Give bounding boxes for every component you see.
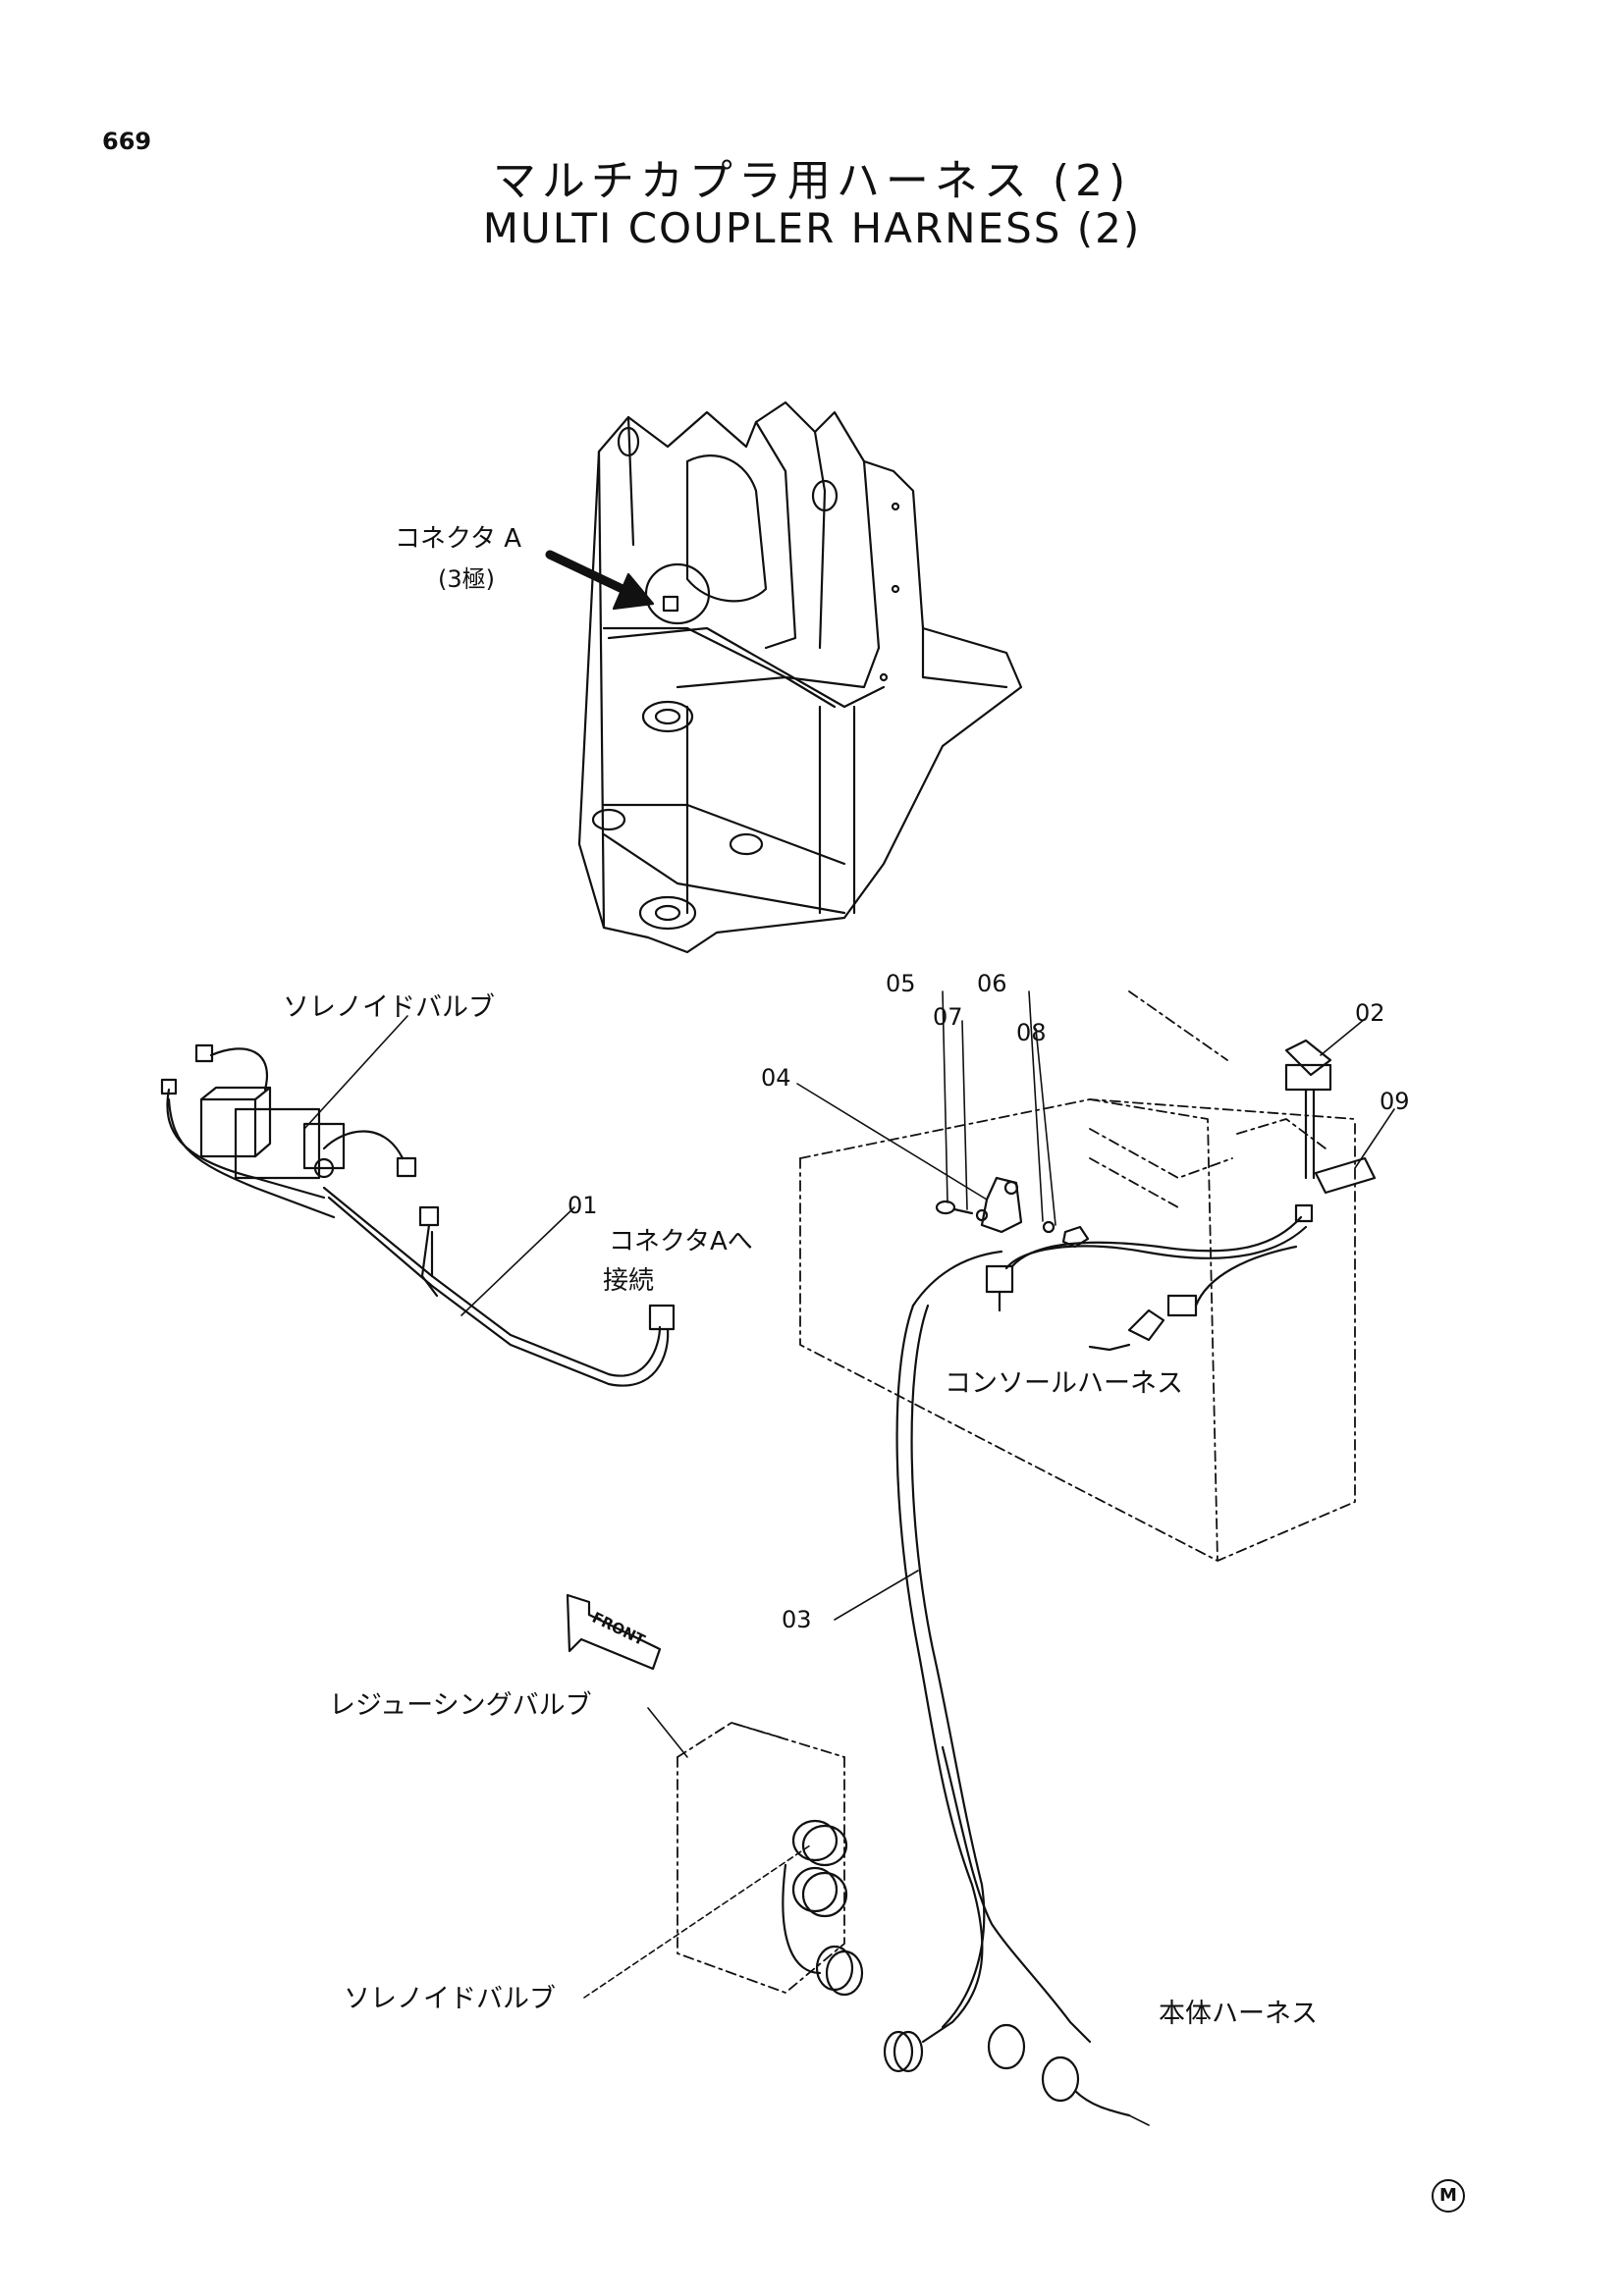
frame-assembly [577, 400, 1023, 954]
part-number-07: 07 [933, 1003, 963, 1031]
left-harness-01 [160, 1043, 676, 1387]
label-main-body-harness: 本体ハーネス [1159, 1999, 1318, 2029]
console-box [799, 990, 1356, 1562]
part-number-01: 01 [568, 1192, 598, 1219]
part-number-06: 06 [977, 970, 1007, 997]
label-front: FRONT [589, 1609, 648, 1650]
front-arrow-icon [566, 1593, 662, 1671]
part-number-02: 02 [1355, 999, 1385, 1027]
reducing-valve-block [677, 1722, 845, 1994]
title-japanese: マルチカプラ用ハーネス (2) [492, 156, 1132, 206]
label-console-harness: コンソールハーネス [945, 1368, 1183, 1399]
reducing-valve-ports [782, 1819, 864, 1997]
page-number: 669 [102, 128, 152, 155]
part-number-05: 05 [886, 970, 916, 997]
parts-cluster [883, 1039, 1377, 2117]
label-connect-to-a: コネクタAへ [609, 1227, 753, 1256]
title-english: MULTI COUPLER HARNESS (2) [482, 204, 1142, 252]
corner-mark: M [1432, 2179, 1465, 2213]
label-connector-a: コネクタ A [395, 524, 521, 554]
label-reducing-valve: レジューシングバルブ [329, 1690, 592, 1721]
label-connect-to-a-2: 接続 [603, 1266, 654, 1296]
label-solenoid-valve-top: ソレノイドバルブ [283, 992, 495, 1023]
part-number-08: 08 [1016, 1019, 1047, 1046]
part-number-09: 09 [1380, 1088, 1410, 1115]
label-connector-a-poles: (3極) [438, 565, 495, 593]
diagram-labels: コネクタ A (3極) ソレノイドバルブ コネクタAへ 接続 コンソールハーネス… [283, 524, 1410, 2029]
part-number-03: 03 [782, 1606, 812, 1633]
part-number-04: 04 [761, 1064, 791, 1092]
label-solenoid-valve-bottom: ソレノイドバルブ [344, 1984, 556, 2014]
